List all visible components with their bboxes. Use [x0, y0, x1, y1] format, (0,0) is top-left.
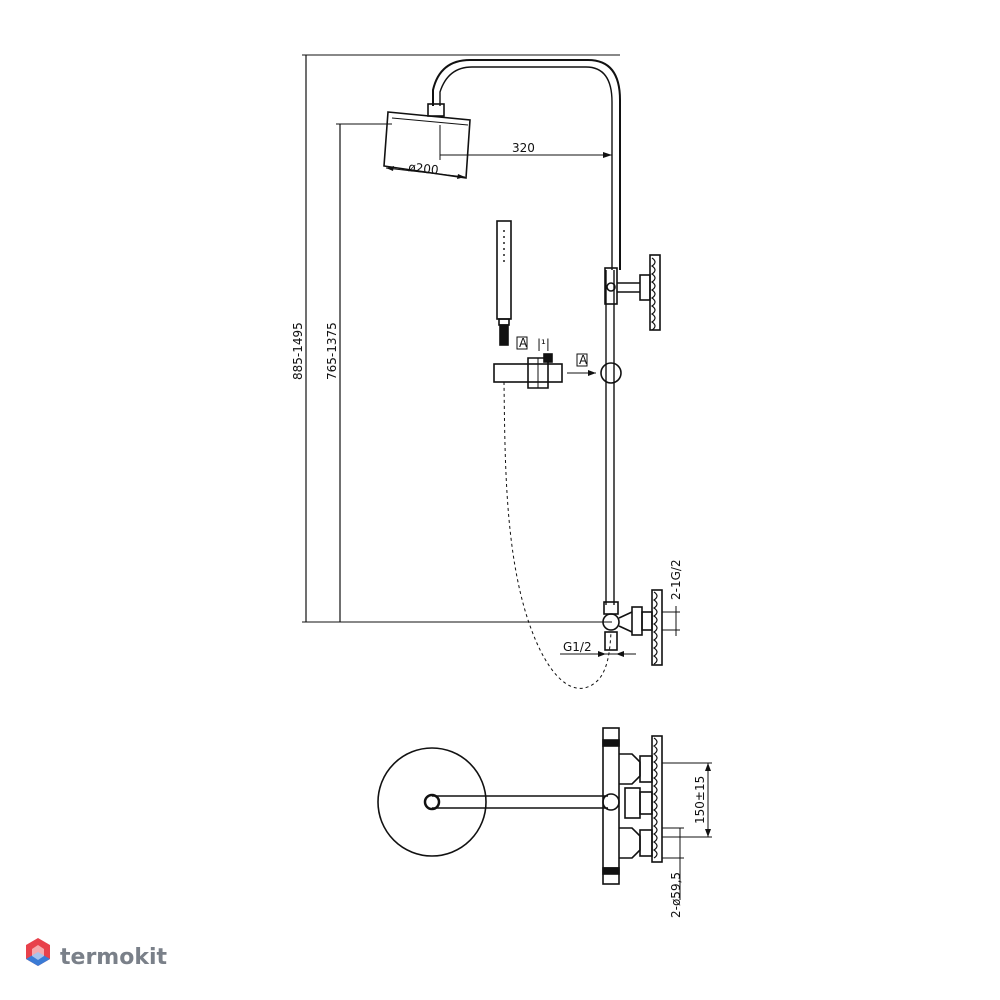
slider-ring — [600, 362, 622, 384]
mixer-body-top — [602, 727, 620, 885]
top-view: 150±15 2-ø59,5 — [377, 727, 712, 918]
upper-wall-bracket — [604, 254, 661, 331]
label-hose-thread: G1/2 — [563, 640, 592, 654]
label-inlet-threads: 2-1G/2 — [669, 559, 683, 600]
svg-text:|¹|: |¹| — [537, 337, 550, 351]
front-view: ø200 320 A |¹| A — [291, 54, 683, 689]
riser-top — [602, 793, 620, 811]
arm-joint-top — [423, 793, 441, 811]
label-escutcheon: 2-ø59,5 — [669, 872, 683, 918]
label-inlet-spacing: 150±15 — [693, 776, 707, 824]
symbol-a — [516, 336, 528, 350]
svg-text:A: A — [579, 353, 588, 367]
brand-name: termokit — [60, 945, 167, 970]
hand-shower — [496, 220, 512, 346]
shower-arm — [432, 59, 621, 270]
label-head-diameter: ø200 — [408, 160, 440, 177]
shower-head-face — [391, 117, 469, 126]
slider-holder — [493, 353, 622, 389]
termokit-logo-icon — [26, 938, 50, 966]
label-head-height: 765-1375 — [325, 322, 339, 380]
termokit-logo: termokit — [26, 938, 167, 970]
shower-head-neck — [427, 103, 445, 117]
shower-head-top — [377, 747, 487, 857]
shower-arm-inner — [439, 66, 613, 270]
mixer-valve — [602, 589, 663, 666]
symbol-b — [576, 353, 588, 367]
shower-head — [383, 111, 471, 179]
label-arm-length: 320 — [512, 141, 535, 155]
label-total-height: 885-1495 — [291, 322, 305, 380]
svg-text:A: A — [519, 336, 528, 350]
dim-line-diameter — [385, 167, 466, 178]
shower-hose — [503, 381, 612, 689]
